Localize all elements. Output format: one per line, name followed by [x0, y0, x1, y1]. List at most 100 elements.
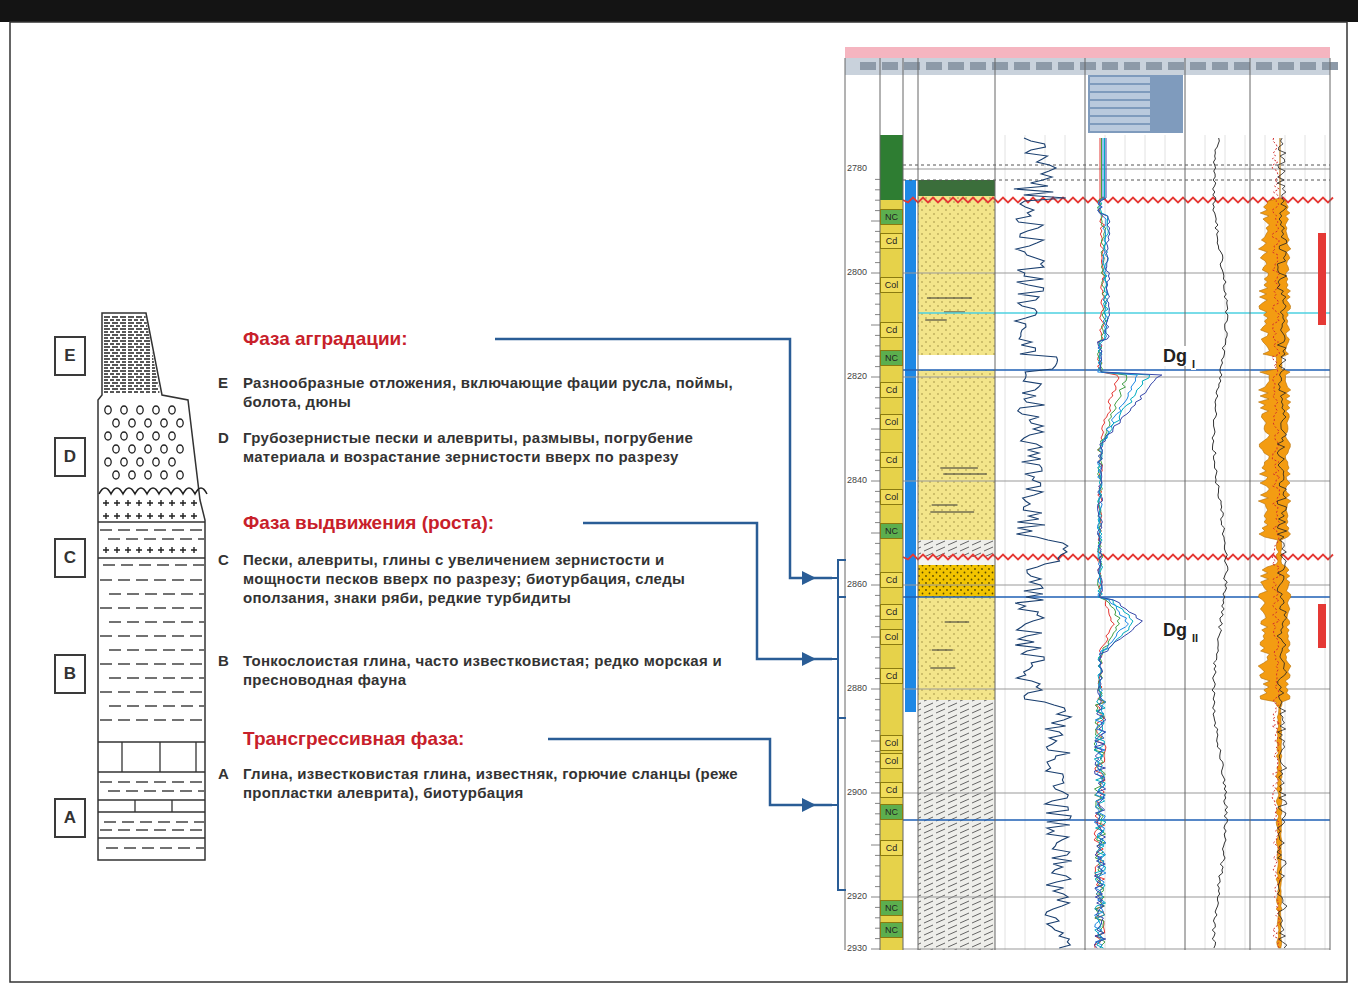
hatch-line [104, 364, 155, 366]
grid-v [1145, 135, 1146, 950]
header-cell [1014, 62, 1030, 70]
density-curve [1272, 138, 1280, 948]
depth-tick [875, 553, 880, 554]
depth-grid [903, 169, 1330, 170]
gravel-circle [145, 419, 151, 427]
gravel-circle [169, 432, 175, 440]
grid-v [1165, 135, 1166, 950]
facies-code: Cd [880, 840, 903, 856]
header-cell [1300, 62, 1316, 70]
perforation-bar [1318, 233, 1326, 325]
frame [10, 22, 1347, 982]
shale-streak [932, 650, 953, 651]
phase-heading: Фаза аггрaдации: [243, 328, 408, 350]
unit-letter: D [218, 428, 229, 447]
neutron-curve [1277, 138, 1287, 948]
depth-tick [875, 304, 880, 305]
bed-line [98, 521, 205, 522]
facies-code: Cd [880, 782, 903, 798]
shale-streak [945, 622, 969, 623]
depth-tick [871, 949, 880, 950]
unconformity [903, 555, 1333, 560]
bracket [832, 718, 846, 890]
top-bar [0, 0, 1358, 22]
lithology-bed [918, 565, 995, 597]
legend-row [1090, 93, 1150, 99]
header-cell [860, 62, 876, 70]
header-cell [1190, 62, 1206, 70]
unit-letter: E [64, 346, 75, 366]
grid-v [1025, 135, 1026, 950]
phase-heading: Трансгрессивная фаза: [243, 728, 464, 750]
hatch-line [104, 367, 155, 369]
track-line [1185, 58, 1186, 950]
header-cell [1234, 62, 1250, 70]
facies-code: NC [880, 922, 903, 938]
dash-row [100, 635, 204, 636]
depth-tick [871, 637, 880, 638]
facies-code: NC [880, 523, 903, 539]
hatch-line [104, 343, 151, 345]
dash-row [108, 790, 204, 791]
depth-tick [875, 293, 880, 294]
resistivity-curve [1094, 138, 1162, 948]
facies-code: NC [880, 209, 903, 225]
shale-streak [930, 668, 955, 669]
depth-tick [871, 897, 880, 898]
lithology-bed [918, 355, 995, 370]
bed-line [98, 741, 205, 742]
blue-marker [903, 369, 1330, 371]
depth-tick [875, 751, 880, 752]
depth-label: 2800 [847, 267, 867, 278]
gravel-circle [153, 458, 159, 466]
horizon-index: I [1191, 358, 1196, 370]
unit-description: Пески, алевриты, глины с увеличением зер… [243, 550, 743, 607]
gravel-circle [105, 406, 111, 414]
header-cell [1212, 62, 1228, 70]
dash-row [100, 607, 204, 608]
porosity-fill [1258, 138, 1291, 948]
facies-code: Col [880, 735, 903, 751]
depth-tick [875, 345, 880, 346]
shale-streak [930, 512, 974, 513]
lithology-bed [918, 597, 995, 700]
gravel-circle [121, 432, 127, 440]
depth-label: 2840 [847, 475, 867, 486]
hatch-line [104, 379, 157, 381]
depth-grid [903, 949, 1330, 950]
track-line [845, 58, 846, 950]
gravel-circle [153, 406, 159, 414]
gravel-circle [105, 432, 111, 440]
plus-row [103, 500, 197, 506]
hatch-line [104, 334, 149, 336]
horizon-index: II [1191, 632, 1199, 644]
shale-streak [940, 468, 978, 469]
unit-letter: B [64, 664, 76, 684]
unit-letter: C [64, 548, 76, 568]
facies-code: Col [880, 753, 903, 769]
dash-row [100, 529, 204, 530]
gr-curve [1014, 138, 1072, 948]
shale-streak [927, 298, 972, 299]
depth-tick [875, 657, 880, 658]
bed-line [98, 837, 205, 838]
legend-row [1090, 125, 1150, 131]
depth-tick [875, 564, 880, 565]
track-line [995, 58, 996, 950]
facies-code: Col [880, 489, 903, 505]
gravel-circle [113, 471, 119, 479]
track-line [1330, 58, 1331, 950]
header-cell [1036, 62, 1052, 70]
grid-v [1005, 135, 1006, 950]
depth-tick [871, 325, 880, 326]
header-cell [1058, 62, 1074, 70]
hatch-line [104, 346, 151, 348]
hatch-line [104, 340, 150, 342]
dash-row [100, 829, 204, 830]
bed-line [98, 771, 205, 772]
gravel-circle [129, 471, 135, 479]
hatch-line [104, 388, 159, 390]
header-cell [1168, 62, 1184, 70]
unit-letter-box: B [54, 654, 86, 694]
lithology-bed [918, 370, 995, 540]
